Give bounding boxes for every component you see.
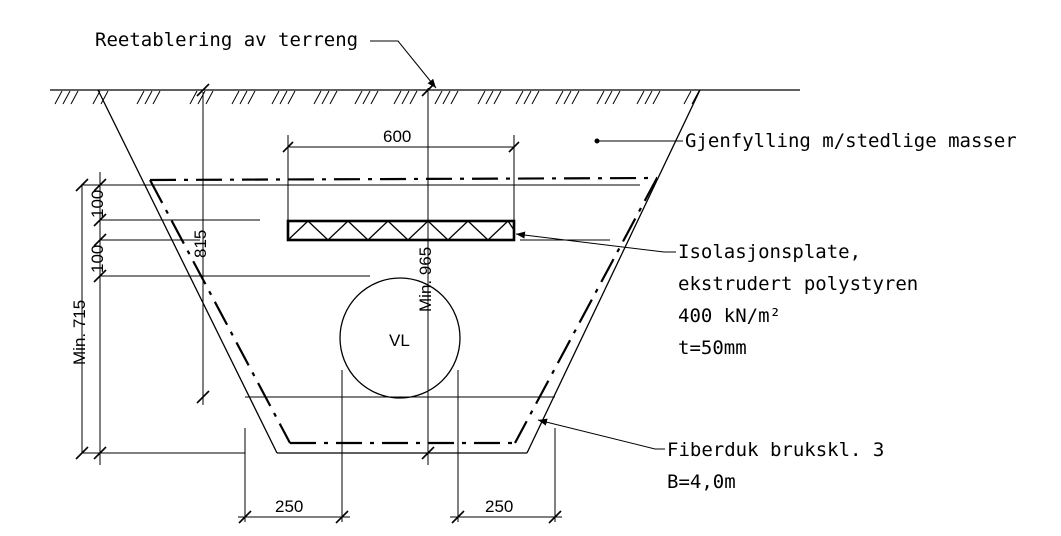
dim-815-label: 815	[191, 230, 210, 258]
insulation-board	[286, 219, 516, 242]
trench-outline	[97, 89, 701, 454]
dim-600-label: 600	[383, 127, 411, 146]
backfill-label: Gjenfylling m/stedlige masser	[685, 130, 1017, 152]
leader-insulation	[515, 231, 676, 253]
dimension-min-965: Min. 965	[416, 83, 435, 465]
fabric-note: Fiberduk brukskl. 3 B=4,0m	[667, 439, 884, 493]
leader-fabric	[537, 418, 665, 450]
dim-100-bottom: 100	[88, 245, 107, 273]
reestablishment-label: Reetablering av terreng	[95, 29, 358, 51]
leader-backfill	[594, 138, 683, 144]
dimension-815: 815	[191, 83, 210, 405]
dim-min-715: Min. 715	[70, 300, 89, 365]
pipe-label: VL	[389, 331, 410, 350]
dim-250-right-label: 250	[485, 497, 513, 516]
fabric-line-1: Fiberduk brukskl. 3	[667, 439, 884, 461]
dimension-left-chain: 100 100 Min. 715	[70, 172, 107, 465]
layer-lines	[88, 184, 640, 454]
insulation-line-4: t=50mm	[678, 337, 747, 359]
dim-min-965-label: Min. 965	[416, 247, 435, 312]
dim-100-top: 100	[88, 190, 107, 218]
dimension-250-right: 250	[450, 370, 562, 524]
insulation-line-1: Isolasjonsplate,	[678, 241, 861, 263]
insulation-line-3: 400 kN/m²	[678, 305, 781, 327]
insulation-note: Isolasjonsplate, ekstrudert polystyren 4…	[678, 241, 918, 359]
ground-hatching	[54, 90, 700, 105]
water-pipe: VL	[339, 277, 461, 399]
fiber-fabric-line	[149, 176, 658, 445]
dim-250-left-label: 250	[275, 497, 303, 516]
dimension-600: 600	[282, 127, 520, 221]
fabric-line-2: B=4,0m	[667, 471, 736, 493]
dimension-250-left: 250	[238, 370, 350, 524]
insulation-line-2: ekstrudert polystyren	[678, 273, 918, 295]
leader-reestablishment	[370, 40, 437, 89]
